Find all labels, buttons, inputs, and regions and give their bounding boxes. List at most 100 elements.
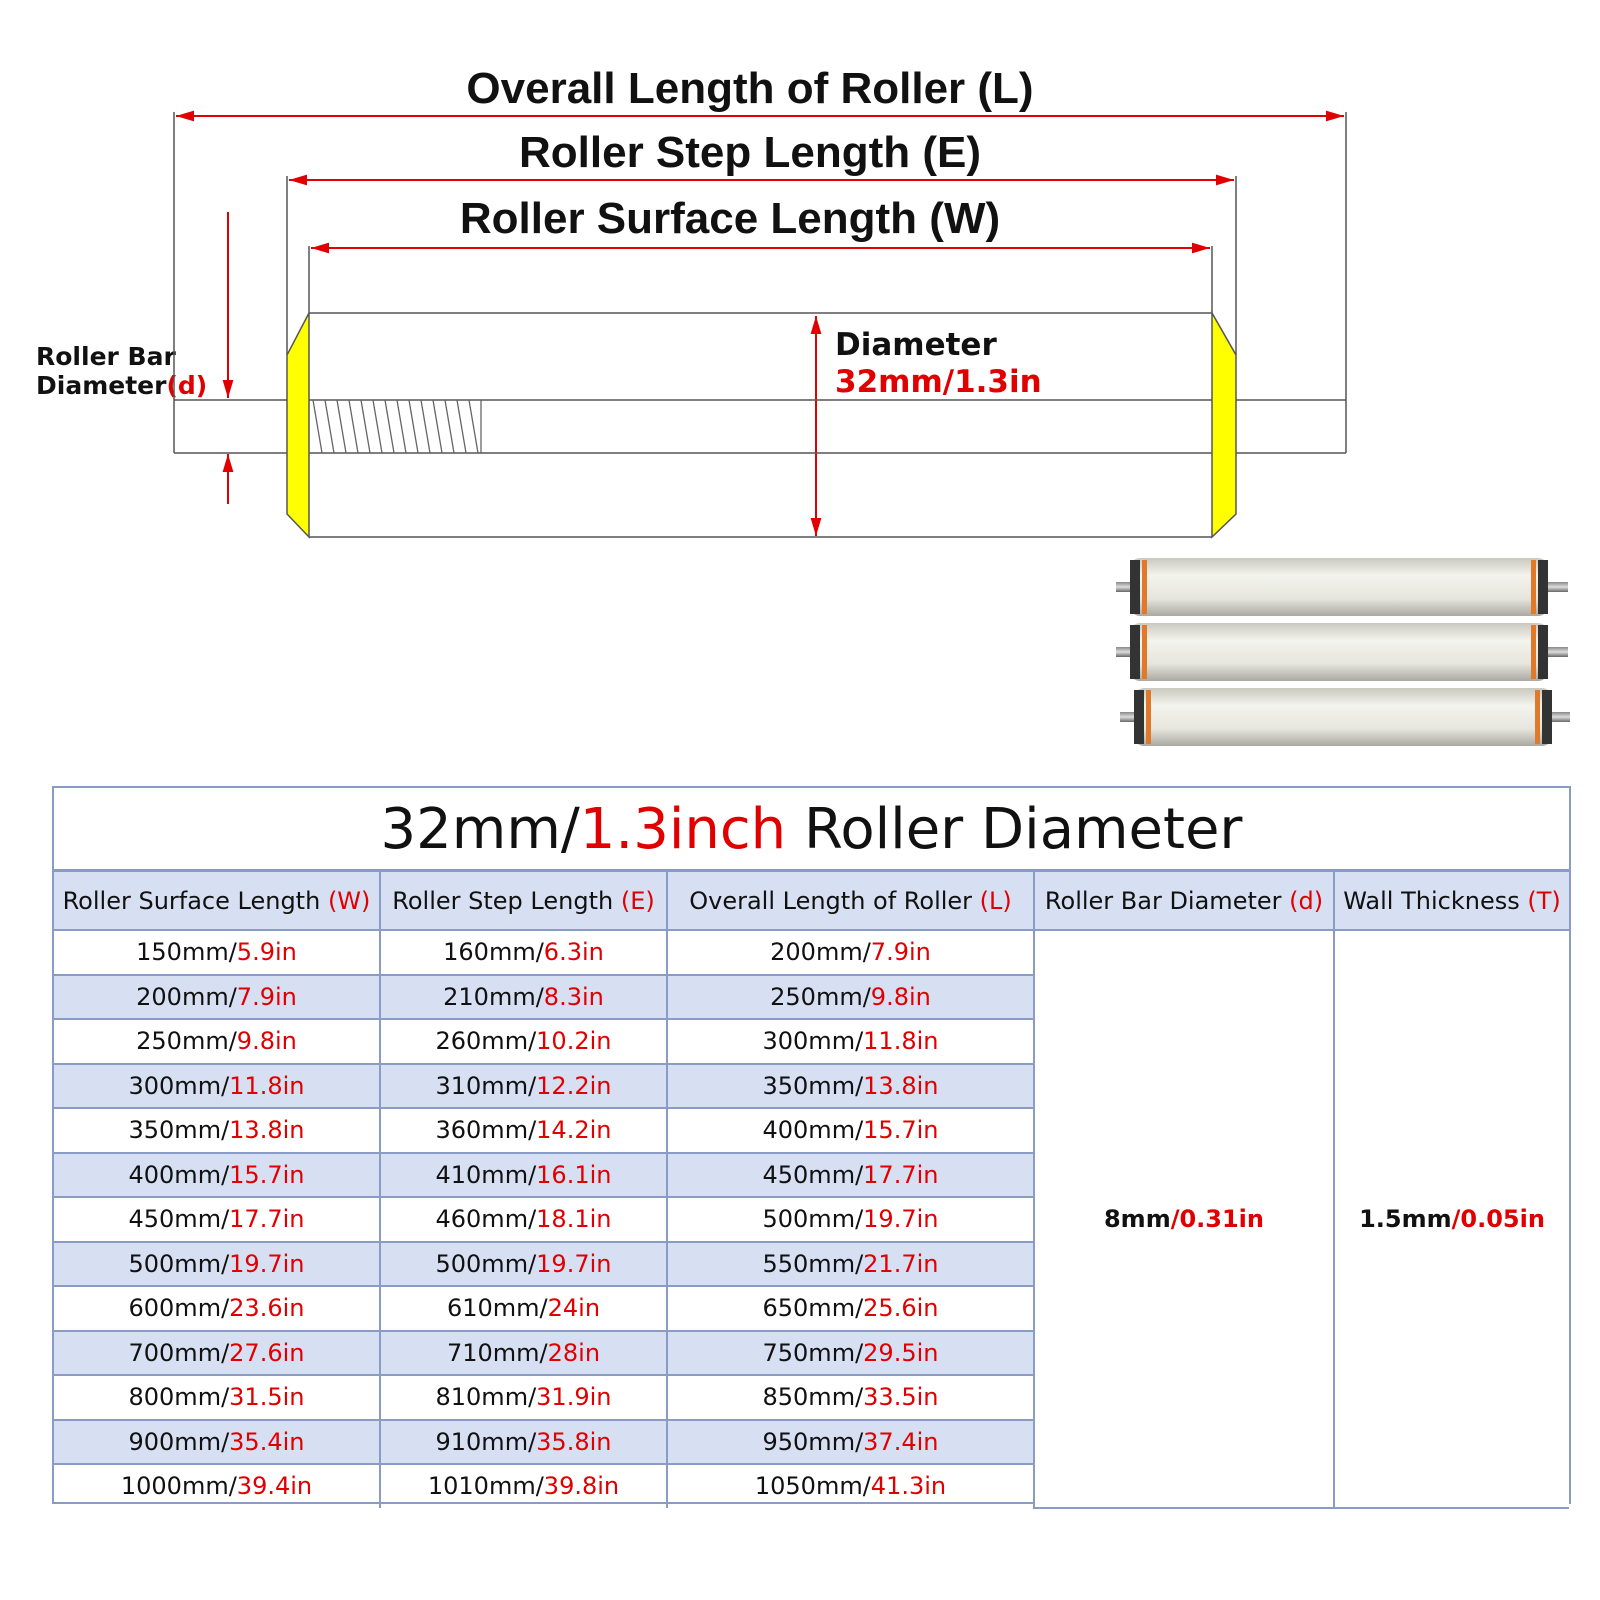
cell-mm: 1000mm/ xyxy=(120,1472,237,1501)
cell-step-length: 1010mm/39.8in xyxy=(379,1463,668,1508)
cell-overall-length: 550mm/21.7in xyxy=(666,1240,1034,1287)
cell-in: 7.9in xyxy=(236,982,297,1011)
cell-mm: 150mm/ xyxy=(136,938,237,967)
cell-mm: 1050mm/ xyxy=(754,1472,871,1501)
cell-mm: 500mm/ xyxy=(128,1249,230,1278)
product-roller-2 xyxy=(1116,623,1568,681)
cell-in: 6.3in xyxy=(543,938,604,967)
cell-in: 19.7in xyxy=(536,1249,612,1278)
header-symbol: (W) xyxy=(327,886,371,915)
table-row: 500mm/19.7in 500mm/19.7in 550mm/21.7in xyxy=(54,1240,1569,1287)
right-end-cap xyxy=(1211,310,1237,539)
table-row: 350mm/13.8in 360mm/14.2in 400mm/15.7in xyxy=(54,1107,1569,1154)
bar-diameter-label-line2: Diameter(d) xyxy=(36,371,207,400)
cell-in: 24in xyxy=(547,1294,601,1323)
cell-step-length: 810mm/31.9in xyxy=(379,1374,668,1421)
header-text: Wall Thickness xyxy=(1343,886,1528,915)
table-title: 32mm/1.3inch Roller Diameter xyxy=(54,788,1569,872)
left-end-cap xyxy=(286,312,310,539)
header-symbol: (L) xyxy=(979,886,1012,915)
cell-surface-length: 800mm/31.5in xyxy=(54,1374,381,1421)
cell-in: 17.7in xyxy=(863,1160,939,1189)
product-roller-3 xyxy=(1120,688,1570,746)
table-row: 600mm/23.6in 610mm/24in 650mm/25.6in xyxy=(54,1285,1569,1332)
cell-in: 11.8in xyxy=(863,1027,939,1056)
cell-mm: 650mm/ xyxy=(762,1294,864,1323)
cell-in: 35.4in xyxy=(229,1427,305,1456)
cell-mm: 700mm/ xyxy=(128,1338,230,1367)
cell-mm: 750mm/ xyxy=(762,1338,864,1367)
cell-in: 5.9in xyxy=(236,938,297,967)
cell-mm: 200mm/ xyxy=(136,982,237,1011)
cell-mm: 900mm/ xyxy=(128,1427,230,1456)
cell-in: 13.8in xyxy=(229,1116,305,1145)
cell-overall-length: 450mm/17.7in xyxy=(666,1151,1034,1198)
cell-step-length: 210mm/8.3in xyxy=(379,973,668,1020)
cell-in: 25.6in xyxy=(863,1294,939,1323)
cell-mm: 260mm/ xyxy=(435,1027,537,1056)
cell-bar-diameter: 8mm/0.31in xyxy=(1033,929,1335,1509)
diameter-label-text: Diameter xyxy=(835,327,997,363)
bar-diameter-label: Roller Bar Diameter(d) xyxy=(36,342,207,400)
cell-mm: 850mm/ xyxy=(762,1383,864,1412)
cell-surface-length: 900mm/35.4in xyxy=(54,1418,381,1465)
cell-overall-length: 950mm/37.4in xyxy=(666,1418,1034,1465)
table-title-suffix: Roller Diameter xyxy=(786,797,1243,862)
table-row: 1000mm/39.4in 1010mm/39.8in 1050mm/41.3i… xyxy=(54,1463,1569,1508)
table-title-highlight: 1.3inch xyxy=(579,797,787,862)
extension-lines xyxy=(173,112,1347,400)
cell-mm: 950mm/ xyxy=(762,1427,864,1456)
cell-surface-length: 350mm/13.8in xyxy=(54,1107,381,1154)
bar-diameter-symbol: (d) xyxy=(166,371,208,400)
cell-mm: 250mm/ xyxy=(770,982,871,1011)
cell-mm: 610mm/ xyxy=(446,1294,548,1323)
cell-mm: 410mm/ xyxy=(435,1160,537,1189)
cell-in: /0.31in xyxy=(1170,1204,1264,1233)
cell-overall-length: 300mm/11.8in xyxy=(666,1018,1034,1065)
thread-hatching xyxy=(312,399,482,454)
cell-in: 15.7in xyxy=(229,1160,305,1189)
cell-in: 16.1in xyxy=(536,1160,612,1189)
cell-mm: 310mm/ xyxy=(435,1071,537,1100)
table-row: 300mm/11.8in 310mm/12.2in 350mm/13.8in xyxy=(54,1062,1569,1109)
cell-mm: 360mm/ xyxy=(435,1116,537,1145)
diameter-label: Diameter 32mm/1.3in xyxy=(835,327,1042,401)
header-step-length: Roller Step Length (E) xyxy=(379,872,668,931)
cell-mm: 8mm xyxy=(1103,1204,1171,1233)
cell-surface-length: 150mm/5.9in xyxy=(54,929,381,976)
cell-mm: 210mm/ xyxy=(443,982,544,1011)
cell-in: 27.6in xyxy=(229,1338,305,1367)
cell-mm: 810mm/ xyxy=(435,1383,537,1412)
cell-surface-length: 300mm/11.8in xyxy=(54,1062,381,1109)
cell-step-length: 260mm/10.2in xyxy=(379,1018,668,1065)
cell-mm: 350mm/ xyxy=(128,1116,230,1145)
cell-mm: 200mm/ xyxy=(770,938,871,967)
cell-mm: 160mm/ xyxy=(443,938,544,967)
cell-mm: 450mm/ xyxy=(762,1160,864,1189)
cell-step-length: 310mm/12.2in xyxy=(379,1062,668,1109)
cell-in: 14.2in xyxy=(536,1116,612,1145)
cell-overall-length: 1050mm/41.3in xyxy=(666,1463,1034,1508)
table-row: 450mm/17.7in 460mm/18.1in 500mm/19.7in xyxy=(54,1196,1569,1243)
cell-in: 21.7in xyxy=(863,1249,939,1278)
roller-shaft xyxy=(173,399,1347,454)
table-row: 900mm/35.4in 910mm/35.8in 950mm/37.4in xyxy=(54,1418,1569,1465)
cell-in: 13.8in xyxy=(863,1071,939,1100)
cell-in: 18.1in xyxy=(536,1205,612,1234)
cell-in: 10.2in xyxy=(536,1027,612,1056)
surface-length-label: Roller Surface Length (W) xyxy=(459,194,1001,243)
cell-surface-length: 450mm/17.7in xyxy=(54,1196,381,1243)
cell-in: 7.9in xyxy=(870,938,931,967)
cell-step-length: 910mm/35.8in xyxy=(379,1418,668,1465)
step-length-label: Roller Step Length (E) xyxy=(519,128,981,177)
cell-mm: 300mm/ xyxy=(128,1071,230,1100)
cell-mm: 500mm/ xyxy=(762,1205,864,1234)
table-row: 250mm/9.8in 260mm/10.2in 300mm/11.8in xyxy=(54,1018,1569,1065)
header-surface-length: Roller Surface Length (W) xyxy=(54,872,381,931)
product-roller-1 xyxy=(1116,558,1568,616)
cell-in: 11.8in xyxy=(229,1071,305,1100)
header-row: Roller Surface Length (W) Roller Step Le… xyxy=(54,872,1569,931)
cell-in: 15.7in xyxy=(863,1116,939,1145)
cell-surface-length: 400mm/15.7in xyxy=(54,1151,381,1198)
cell-mm: 710mm/ xyxy=(446,1338,548,1367)
